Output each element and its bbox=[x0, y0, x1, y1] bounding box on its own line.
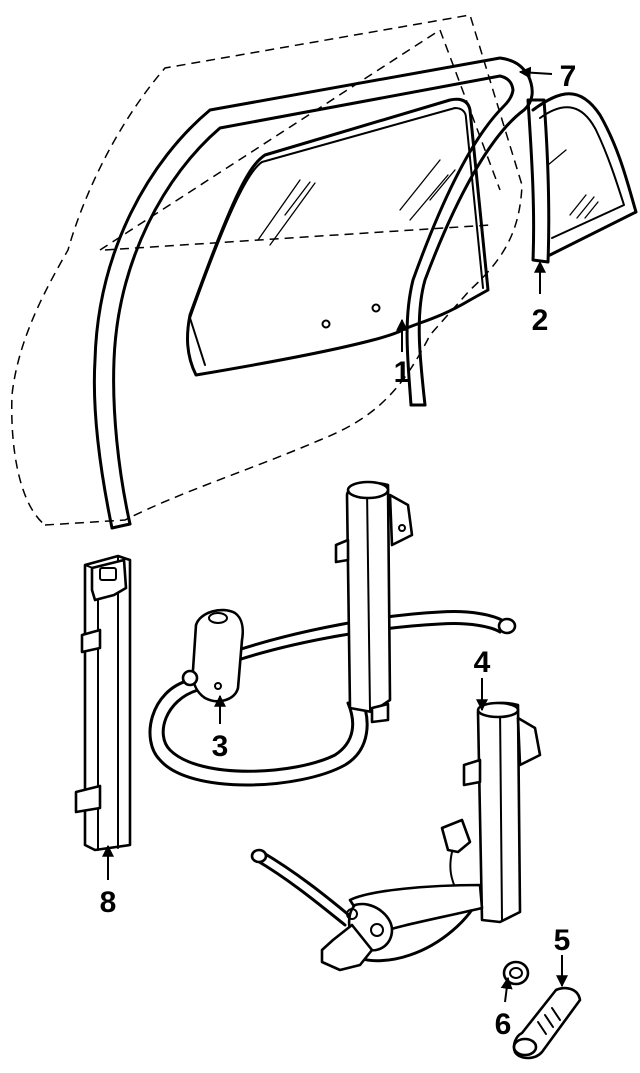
quarter-glass-reflection-lines bbox=[547, 149, 599, 219]
callout-labels: 1 2 3 4 5 6 7 8 bbox=[100, 60, 577, 1041]
part-2-division-channel bbox=[526, 92, 638, 264]
leader-7 bbox=[518, 66, 553, 79]
door-shell-outline bbox=[11, 14, 523, 526]
callout-2: 2 bbox=[532, 304, 549, 337]
glass-reflection-lines bbox=[257, 159, 456, 246]
callout-1: 1 bbox=[394, 356, 411, 389]
upper-regulator-rail bbox=[334, 480, 414, 724]
callout-6: 6 bbox=[495, 1008, 512, 1041]
part-3-window-motor bbox=[148, 608, 517, 787]
callout-5: 5 bbox=[554, 924, 571, 957]
callout-3: 3 bbox=[212, 730, 229, 763]
leader-lines bbox=[102, 66, 568, 1003]
leader-6 bbox=[500, 976, 513, 1003]
part-5-window-crank bbox=[512, 986, 582, 1060]
callout-7: 7 bbox=[560, 60, 577, 93]
part-8-rear-channel bbox=[74, 554, 132, 852]
callout-8: 8 bbox=[100, 886, 117, 919]
callout-4: 4 bbox=[474, 646, 491, 679]
part-4-window-regulator bbox=[250, 701, 542, 972]
part-1-door-glass bbox=[186, 97, 490, 377]
